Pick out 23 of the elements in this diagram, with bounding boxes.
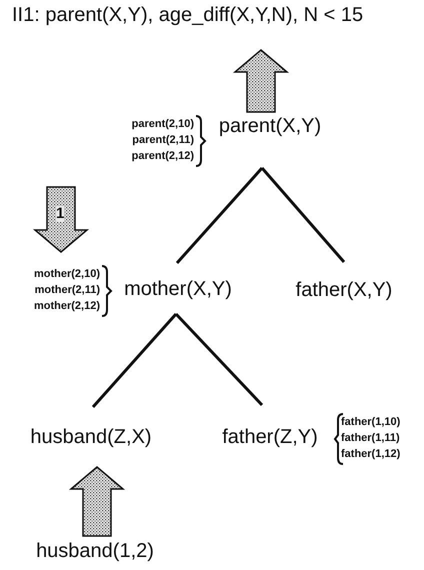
block-arrow: [68, 466, 126, 537]
binding-fact: father(1,12): [341, 447, 402, 462]
predicate-term: husband(1,2): [36, 539, 154, 563]
predicate-term: father(Z,Y): [222, 425, 318, 449]
title: II1: parent(X,Y), age_diff(X,Y,N), N < 15: [12, 4, 364, 27]
binding-fact: father(1,11): [341, 431, 401, 446]
binding-fact: mother(2,12): [32, 299, 100, 314]
binding-fact: mother(2,10): [32, 267, 100, 282]
binding-fact: parent(2,12): [130, 149, 194, 164]
tree-line: [260, 167, 346, 263]
binding-fact: parent(2,11): [131, 133, 194, 148]
binding-fact: mother(2,11): [34, 283, 100, 298]
block-arrow: [232, 49, 290, 113]
step-number: 1: [56, 206, 64, 222]
tree-line: [176, 167, 264, 264]
tree-line: [174, 312, 264, 406]
predicate-term: mother(X,Y): [124, 276, 232, 300]
predicate-term: husband(Z,X): [30, 425, 152, 449]
predicate-term: father(X,Y): [296, 278, 392, 302]
tree-line: [92, 313, 178, 408]
predicate-term: parent(X,Y): [218, 114, 322, 138]
binding-fact: father(1,10): [341, 415, 402, 430]
binding-fact: parent(2,10): [130, 117, 194, 132]
